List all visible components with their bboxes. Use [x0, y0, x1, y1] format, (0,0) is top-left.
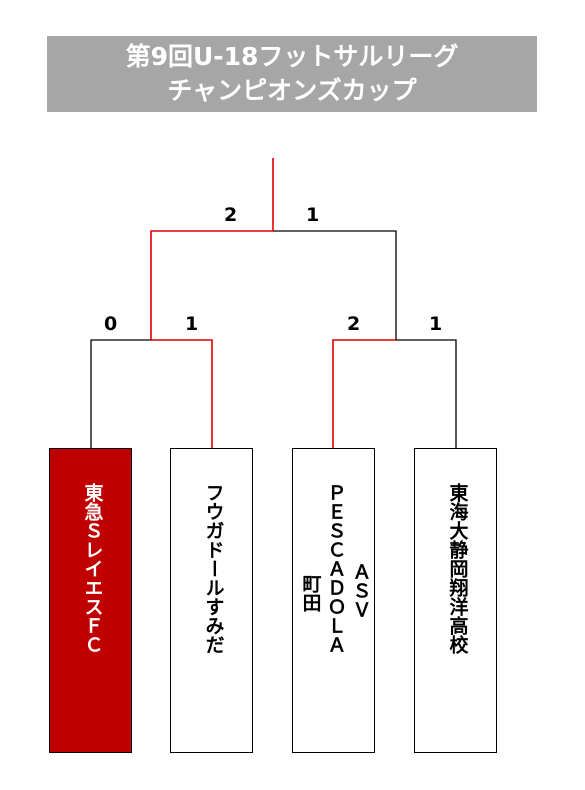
team-box-1: 東急ＳレイエスＦＣ: [49, 448, 132, 753]
team-box-4: 東海大静岡翔洋高校: [414, 448, 497, 753]
team-name-4: 東海大静岡翔洋高校: [446, 483, 469, 654]
bracket-line-semi1-win: [151, 339, 213, 448]
team-name-3-line2: ＰＥＳＣＡＤＯＬＡ: [324, 483, 347, 654]
bracket-line-semi1-left: [90, 339, 151, 448]
team-box-2: フウガドールすみだ: [170, 448, 253, 753]
team-box-3: ＡＳＶ ＰＥＳＣＡＤＯＬＡ 町田: [292, 448, 375, 753]
bracket-line-final-right: [273, 230, 397, 340]
score-semi1-left: 0: [104, 313, 118, 335]
team-name-1: 東急ＳレイエスＦＣ: [81, 483, 104, 654]
title-line-1: 第9回U-18フットサルリーグ: [125, 42, 459, 71]
bracket-line-semi2-right: [396, 339, 457, 448]
bracket-line-semi2-win: [332, 339, 396, 448]
score-semi2-right: 1: [429, 313, 443, 335]
title-banner: 第9回U-18フットサルリーグ チャンピオンズカップ: [47, 36, 537, 112]
bracket-line-final-win: [150, 158, 274, 340]
score-final-left: 2: [224, 204, 238, 226]
score-semi1-right: 1: [185, 313, 199, 335]
score-final-right: 1: [306, 204, 320, 226]
title-line-2: チャンピオンズカップ: [167, 76, 417, 105]
team-name-2: フウガドールすみだ: [202, 483, 225, 654]
team-name-3-line3: 町田: [299, 574, 322, 612]
team-name-3-line1: ＡＳＶ: [349, 562, 372, 619]
score-semi2-left: 2: [347, 313, 361, 335]
